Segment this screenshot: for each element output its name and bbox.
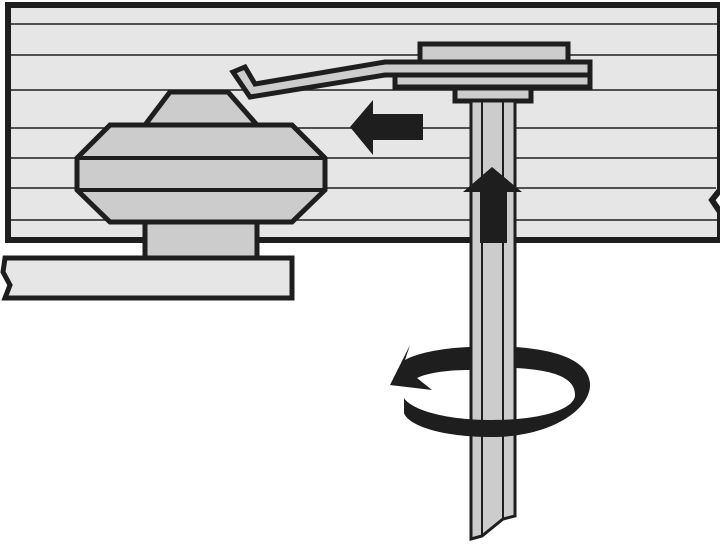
spindle (469, 99, 517, 541)
top-plate (417, 41, 571, 65)
base-bar (0, 255, 295, 301)
spindle-cap (452, 85, 534, 104)
knob-stem (142, 219, 260, 261)
lever (229, 59, 593, 100)
knob-body (74, 122, 328, 225)
push-up-arrow-icon (463, 167, 522, 243)
slide-left-arrow-icon (350, 100, 423, 155)
rotate-counterclockwise-arrow-icon (390, 345, 590, 437)
